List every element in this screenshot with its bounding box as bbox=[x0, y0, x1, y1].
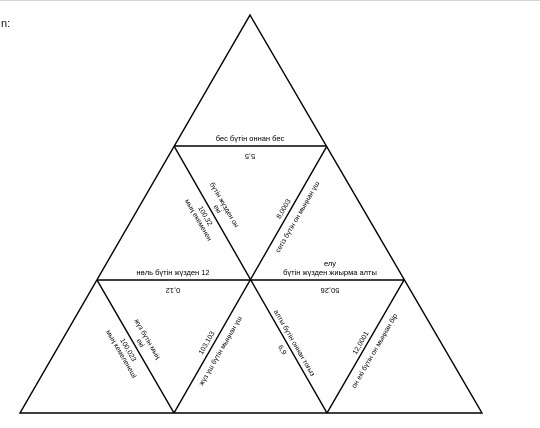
edge5-inner-label: 50,26 bbox=[321, 286, 340, 295]
edge2-outer-label-b: екі bbox=[212, 203, 223, 215]
diag-down-right bbox=[173, 145, 328, 414]
edge5-outer-label-a: елу bbox=[324, 259, 336, 268]
edge8-outer-label: алты бүтін оннан тоғыз bbox=[272, 308, 317, 377]
edge4-outer-label: нөль бүтін жүзден 12 bbox=[136, 268, 209, 277]
lower-right-diag bbox=[326, 279, 405, 414]
lower-left-diag bbox=[96, 279, 175, 414]
edge5-outer-label-b: бүтін жүзден жиырма алты bbox=[283, 268, 377, 277]
edge6-outer-label-b: екі bbox=[135, 337, 146, 349]
edge4-inner-label: 0,12 bbox=[166, 286, 181, 295]
edge1-outer-label: бес бүтін оннан бес bbox=[216, 134, 285, 143]
edge8-inner-label: 6,9 bbox=[276, 344, 287, 356]
corner-label: n: bbox=[1, 18, 11, 30]
outer-triangle bbox=[18, 13, 484, 414]
edge1-inner-label: 5,5 bbox=[245, 152, 255, 161]
